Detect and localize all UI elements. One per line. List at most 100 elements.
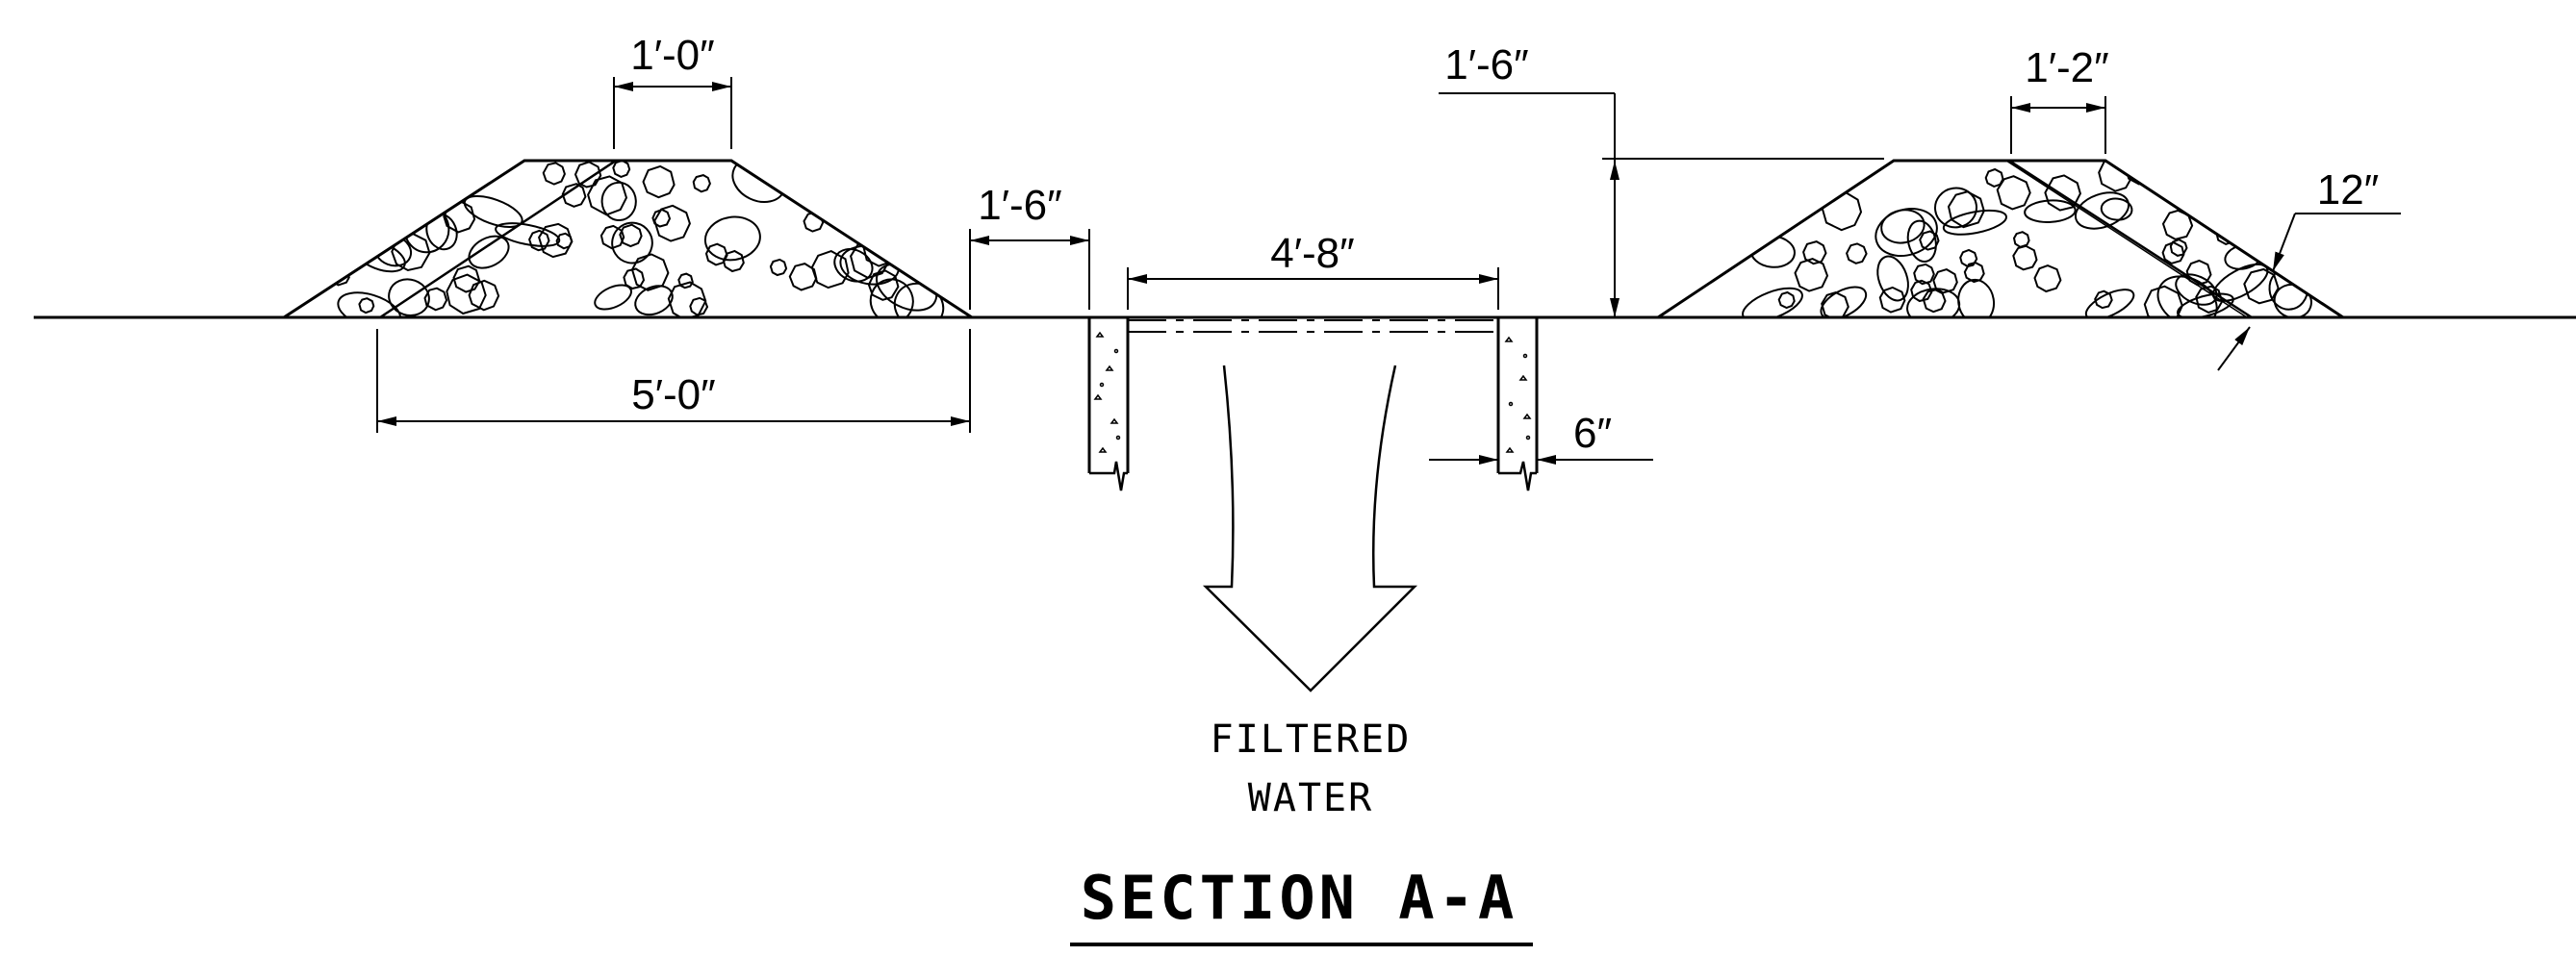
dim-label-right-berm-top: 1′-2″ — [2025, 44, 2108, 91]
stone — [692, 174, 711, 193]
dim-stone-layer — [2217, 213, 2401, 371]
stone — [1876, 255, 1909, 302]
stone — [2206, 196, 2233, 224]
inlet-left-wall — [1087, 317, 1130, 491]
stone — [468, 235, 510, 269]
stone — [914, 164, 941, 191]
stone — [1777, 290, 1796, 310]
stone — [2303, 223, 2342, 263]
dim-gap-to-inlet — [969, 229, 1090, 310]
inlet-grate — [1128, 319, 1498, 333]
dim-right-berm-top — [2010, 96, 2106, 154]
dim-label-inlet-width: 4′-8″ — [1270, 230, 1354, 277]
stone — [1878, 286, 1906, 314]
stone — [667, 281, 707, 317]
stone — [788, 263, 818, 291]
inlet-right-wall-hatch — [1504, 336, 1532, 453]
stone — [355, 175, 381, 201]
stone — [394, 173, 410, 190]
section-title: SECTION A-A — [1081, 863, 1518, 933]
stone — [1674, 202, 1740, 244]
stone — [495, 222, 561, 247]
stone — [2249, 161, 2290, 194]
flow-label-line2: WATER — [1248, 776, 1373, 820]
stone — [358, 297, 375, 314]
stone — [452, 264, 481, 293]
stone — [619, 223, 643, 248]
stone — [2161, 209, 2194, 240]
stone — [623, 267, 646, 290]
stone — [833, 248, 874, 283]
stone — [2185, 259, 2212, 287]
stone — [1820, 286, 1868, 317]
stone — [337, 291, 402, 317]
dim-inlet-width — [1127, 267, 1499, 310]
stone — [1772, 177, 1805, 211]
stone — [677, 272, 694, 289]
stone — [642, 164, 676, 199]
dim-left-berm-top — [613, 77, 732, 149]
stone — [2012, 231, 2030, 248]
stone — [704, 242, 728, 266]
stone — [1984, 167, 2004, 188]
stone — [2243, 267, 2280, 305]
flow-label-line1: FILTERED — [1211, 717, 1412, 762]
stone — [594, 284, 632, 311]
stone — [653, 204, 691, 242]
stone — [1947, 190, 1985, 229]
stone — [2012, 244, 2038, 271]
stone — [1942, 209, 2007, 236]
stone — [869, 278, 914, 317]
stone — [1880, 209, 1926, 244]
dim-label-left-berm-base: 5′-0″ — [631, 371, 715, 418]
stone — [2033, 264, 2062, 293]
stone — [2143, 285, 2183, 317]
stone — [2100, 197, 2133, 221]
stone — [2314, 226, 2343, 258]
dim-left-berm-base — [376, 329, 971, 433]
stone — [611, 221, 653, 264]
stone — [2195, 285, 2224, 314]
stone — [1723, 173, 1785, 209]
stone — [1768, 161, 1816, 195]
stone — [538, 222, 574, 259]
stone — [284, 163, 317, 195]
stone — [612, 161, 631, 178]
stone — [2124, 161, 2158, 186]
stone — [423, 161, 446, 181]
stone — [940, 236, 966, 261]
left-stone-berm — [278, 159, 978, 319]
stone — [689, 296, 709, 316]
dim-label-berm-height: 1′-6″ — [1444, 41, 1528, 88]
stone — [876, 263, 938, 312]
stone — [288, 228, 328, 268]
stone — [1906, 288, 1961, 317]
stone — [1681, 189, 1722, 229]
stone — [1821, 189, 1863, 232]
dim-label-left-berm-top: 1′-0″ — [630, 32, 714, 79]
stone — [1957, 278, 1996, 317]
stone — [1934, 187, 1977, 229]
left-berm-filter-layer — [379, 159, 617, 319]
stone — [542, 162, 566, 186]
stone — [1821, 291, 1849, 317]
stone — [391, 232, 431, 272]
inlet-right-wall — [1496, 317, 1539, 491]
stone — [2183, 161, 2220, 208]
stone — [1913, 263, 1935, 286]
stone — [561, 183, 587, 208]
stone — [446, 273, 487, 315]
stone — [2169, 238, 2188, 257]
stone — [555, 232, 574, 250]
stone — [284, 169, 328, 199]
stone — [317, 218, 333, 235]
stone — [2024, 199, 2077, 223]
stone — [1910, 279, 1933, 303]
stone — [793, 161, 857, 197]
stone — [2212, 263, 2269, 302]
stone — [468, 279, 500, 312]
stone — [1794, 258, 1829, 292]
stone — [703, 215, 761, 262]
stone — [769, 258, 788, 277]
